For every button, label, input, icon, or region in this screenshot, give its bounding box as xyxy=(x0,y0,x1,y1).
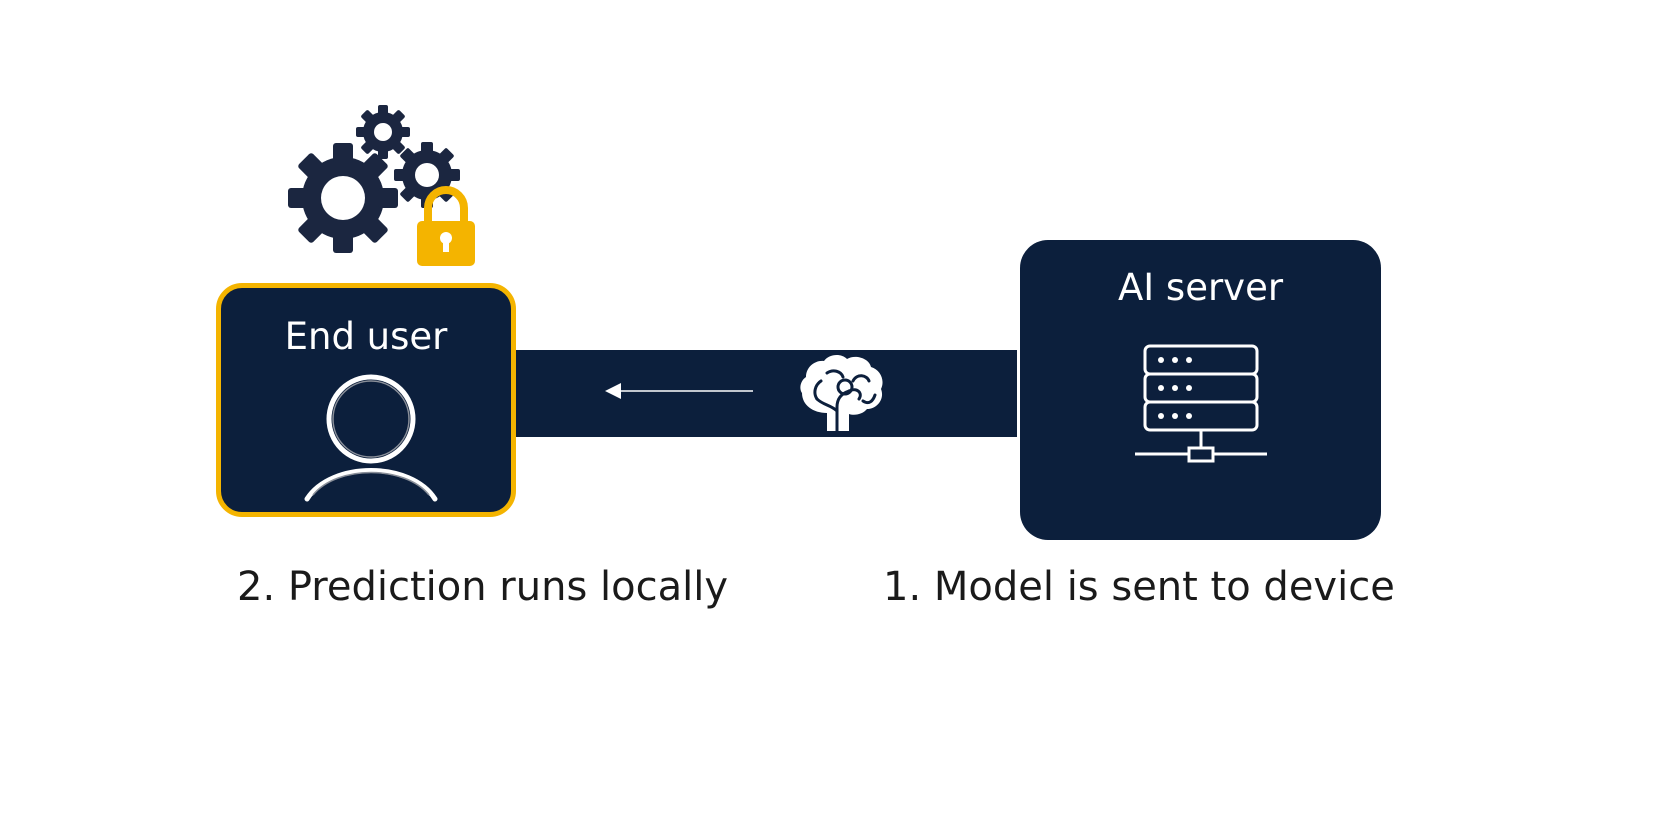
server-icon xyxy=(1135,344,1267,463)
gears-icon xyxy=(288,105,475,266)
end-user-box: End user xyxy=(216,283,516,517)
ai-server-box: AI server xyxy=(1020,240,1381,540)
arrow-left-icon xyxy=(605,383,753,399)
ai-server-title: AI server xyxy=(1117,266,1284,309)
model-transfer-channel xyxy=(505,350,1017,437)
caption-step-2: 2. Prediction runs locally xyxy=(237,564,728,610)
brain-icon xyxy=(800,355,883,433)
end-user-title: End user xyxy=(284,315,448,358)
lock-icon xyxy=(417,186,475,266)
caption-step-1: 1. Model is sent to device xyxy=(883,564,1395,610)
user-icon xyxy=(304,374,438,502)
